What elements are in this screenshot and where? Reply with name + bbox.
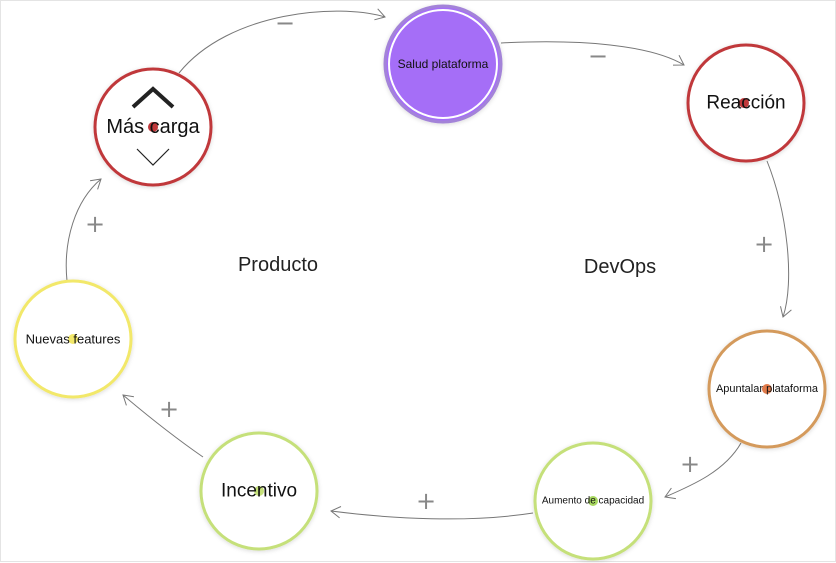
node-label: Apuntalar plataforma xyxy=(716,383,819,395)
edge-sign-positive: + xyxy=(159,395,179,423)
edges-layer xyxy=(65,8,792,520)
edge-line xyxy=(500,41,685,66)
node-salud-plataforma[interactable]: Salud plataforma xyxy=(383,4,503,124)
node-center-dot xyxy=(148,122,158,132)
arrowhead-icon xyxy=(122,394,134,406)
arrowhead-icon xyxy=(780,306,792,318)
increase-chevron-up-icon[interactable] xyxy=(131,86,175,109)
edge-sign-negative: − xyxy=(588,42,608,70)
edge-apuntalar-plataforma-to-aumento-capacidad xyxy=(664,442,742,500)
node-nuevas-features[interactable]: Nuevas features xyxy=(13,279,133,399)
node-inner-ring xyxy=(388,9,498,119)
node-mas-carga[interactable]: Más carga xyxy=(93,67,213,187)
node-reaccion[interactable]: Reacción xyxy=(686,43,806,163)
edge-line xyxy=(766,160,790,318)
edge-reaccion-to-apuntalar-plataforma xyxy=(766,160,792,318)
edge-nuevas-features-to-mas-carga xyxy=(65,178,102,282)
node-label: Reacción xyxy=(706,93,785,114)
edge-mas-carga-to-salud-plataforma xyxy=(178,8,386,74)
node-label: Aumento de capacidad xyxy=(542,496,644,507)
node-incentivo[interactable]: Incentivo xyxy=(199,431,319,551)
node-apuntalar-plataforma[interactable]: Apuntalar plataforma xyxy=(707,329,827,449)
edge-line xyxy=(122,394,204,458)
edge-sign-positive: + xyxy=(416,487,436,515)
edge-sign-negative: − xyxy=(275,9,295,37)
edge-sign-positive: + xyxy=(754,230,774,258)
arrowhead-icon xyxy=(664,487,676,500)
node-label: Salud plataforma xyxy=(398,57,489,71)
node-label: Nuevas features xyxy=(26,332,121,347)
node-label: Más carga xyxy=(106,116,200,138)
node-center-dot xyxy=(762,384,772,394)
arrowhead-icon xyxy=(374,8,386,21)
node-center-dot xyxy=(739,98,749,108)
edge-line xyxy=(65,178,102,282)
edge-salud-plataforma-to-reaccion xyxy=(500,41,685,66)
node-center-dot xyxy=(68,334,78,344)
group-label-producto: Producto xyxy=(238,254,318,276)
node-center-dot xyxy=(254,486,264,496)
edge-aumento-capacidad-to-incentivo xyxy=(330,506,534,520)
edge-signs-layer: − − + + + + + xyxy=(85,9,774,515)
node-circle xyxy=(383,4,503,124)
nodes-layer: Más carga Salud plataformaReacciónApuntal… xyxy=(13,4,827,561)
edge-incentivo-to-nuevas-features xyxy=(122,394,204,458)
edge-line xyxy=(664,442,742,498)
arrowhead-icon xyxy=(330,506,342,519)
arrowhead-icon xyxy=(672,54,685,66)
group-label-devops: DevOps xyxy=(584,256,656,278)
edge-line xyxy=(178,10,386,74)
group-labels-layer: Producto DevOps xyxy=(238,254,656,278)
node-center-dot xyxy=(588,496,598,506)
node-label: Incentivo xyxy=(221,481,297,502)
decrease-chevron-down-icon[interactable] xyxy=(136,148,170,166)
node-aumento-capacidad[interactable]: Aumento de capacidad xyxy=(533,441,653,561)
edge-line xyxy=(330,510,534,520)
edge-sign-positive: + xyxy=(85,210,105,238)
edge-sign-positive: + xyxy=(680,450,700,478)
arrowhead-icon xyxy=(90,178,102,190)
